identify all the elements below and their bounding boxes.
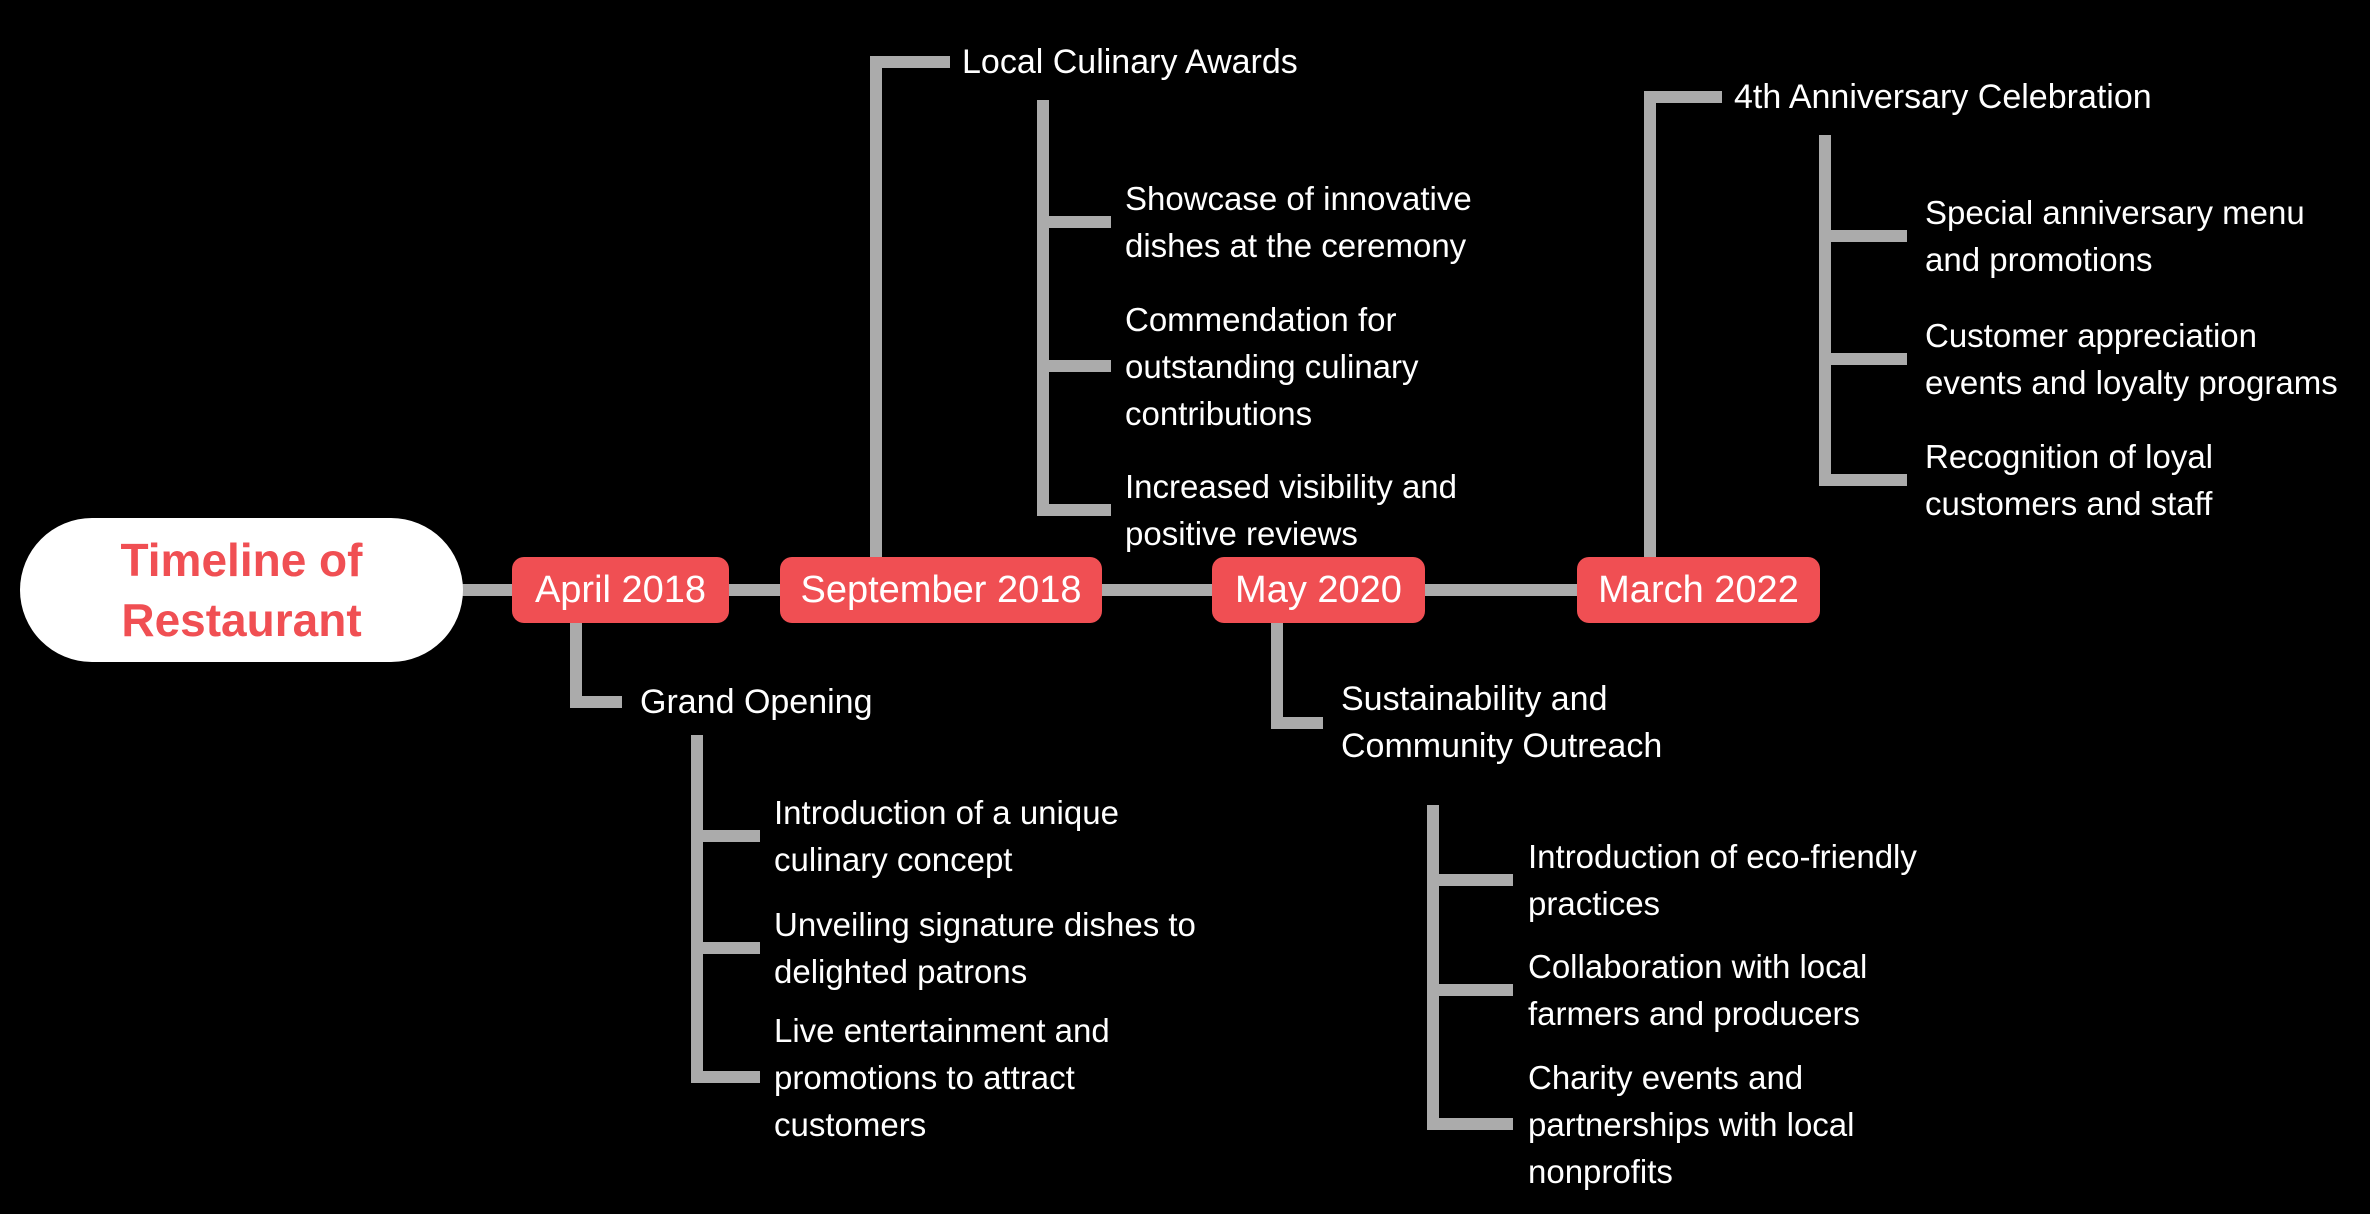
- item-stub: [1037, 216, 1111, 228]
- branch-item: Collaboration with local farmers and pro…: [1528, 948, 1868, 1032]
- items-connector-vertical: [1037, 100, 1049, 516]
- timeline-connector: [729, 584, 780, 596]
- branch-item: Showcase of innovative dishes at the cer…: [1125, 180, 1472, 264]
- item-stub: [691, 942, 760, 954]
- timeline-node-march-2022: March 2022: [1577, 557, 1820, 623]
- timeline-node-may-2020: May 2020: [1212, 557, 1425, 623]
- branch-item: Live entertainment and promotions to att…: [774, 1012, 1110, 1143]
- branch-item: Commendation for outstanding culinary co…: [1125, 301, 1419, 432]
- branch-title: Grand Opening: [640, 683, 873, 721]
- branch-elbow-vertical: [1271, 623, 1283, 729]
- branch-elbow-horizontal: [1644, 91, 1722, 103]
- branch-elbow-horizontal: [870, 56, 950, 68]
- branch-elbow-horizontal: [570, 696, 622, 708]
- items-connector-vertical: [1427, 805, 1439, 1130]
- items-connector-vertical: [1819, 135, 1831, 486]
- item-stub: [1427, 984, 1513, 996]
- branch-item: Charity events and partnerships with loc…: [1528, 1059, 1855, 1190]
- root-node: Timeline of Restaurant: [20, 518, 463, 662]
- timeline-connector: [1425, 584, 1577, 596]
- timeline-connector: [1102, 584, 1212, 596]
- timeline-node-april-2018: April 2018: [512, 557, 729, 623]
- item-stub: [1427, 874, 1513, 886]
- branch-elbow-vertical: [1644, 91, 1656, 557]
- item-stub: [1037, 360, 1111, 372]
- item-stub: [1427, 1118, 1513, 1130]
- item-stub: [1037, 504, 1111, 516]
- branch-title: Local Culinary Awards: [962, 43, 1298, 81]
- branch-item: Special anniversary menu and promotions: [1925, 194, 2305, 278]
- item-stub: [1819, 230, 1907, 242]
- branch-item: Introduction of eco-friendly practices: [1528, 838, 1917, 922]
- item-stub: [691, 830, 760, 842]
- item-stub: [1819, 474, 1907, 486]
- items-connector-vertical: [691, 735, 703, 1083]
- branch-item: Recognition of loyal customers and staff: [1925, 438, 2214, 522]
- branch-item: Customer appreciation events and loyalty…: [1925, 317, 2338, 401]
- timeline-connector: [452, 584, 512, 596]
- item-stub: [1819, 353, 1907, 365]
- branch-item: Unveiling signature dishes to delighted …: [774, 906, 1196, 990]
- branch-elbow-vertical: [570, 623, 582, 708]
- item-stub: [691, 1071, 760, 1083]
- timeline-node-september-2018: September 2018: [780, 557, 1102, 623]
- branch-elbow-vertical: [870, 56, 882, 557]
- branch-item: Increased visibility and positive review…: [1125, 468, 1457, 552]
- branch-title: Sustainability and Community Outreach: [1341, 680, 1663, 765]
- branch-elbow-horizontal: [1271, 717, 1323, 729]
- branch-item: Introduction of a unique culinary concep…: [774, 794, 1119, 878]
- branch-title: 4th Anniversary Celebration: [1734, 78, 2152, 116]
